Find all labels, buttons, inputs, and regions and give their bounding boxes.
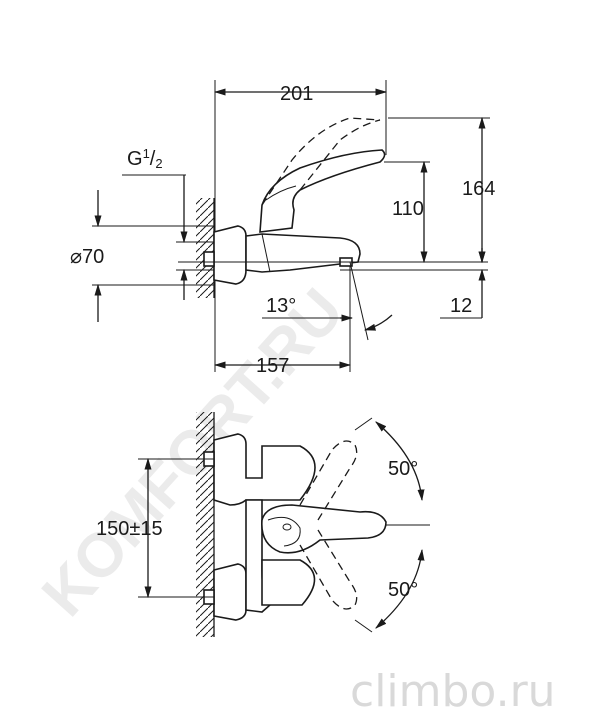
dim-spout-reach: 157 [256, 355, 289, 377]
lever-position-down [299, 529, 358, 610]
dim-height-spout: 110 [392, 198, 424, 220]
thread-letter: G [127, 148, 143, 170]
lever-front [261, 504, 387, 554]
thread-sub: 2 [155, 156, 162, 171]
lever-side [259, 149, 386, 233]
dim-lever-angle-up: 50° [388, 458, 418, 480]
dim-width-total: 201 [280, 83, 313, 105]
mixer-body-upper [213, 433, 316, 506]
mixer-body-lower [213, 563, 247, 621]
dim-center-distance: 150±15 [96, 518, 163, 540]
dim-spout-drop: 12 [450, 295, 472, 317]
connector-nut [203, 251, 215, 267]
dim-thread-label: G1/2 [127, 146, 163, 171]
diameter-value: 70 [82, 246, 104, 268]
dim-lever-angle-down: 50° [388, 579, 418, 601]
side-view: 201 157 164 110 12 [70, 80, 495, 377]
dim-height-total: 164 [462, 178, 495, 200]
wall-hatch-top [196, 198, 214, 298]
front-view: 50° 50° 150±15 [96, 412, 430, 637]
mixer-body-side [213, 225, 247, 285]
dim-diameter: ⌀70 [70, 246, 104, 268]
wall-hatch-bottom [196, 412, 214, 637]
watermark-corner: climbo.ru [350, 666, 556, 717]
lever-position-up [299, 440, 358, 521]
lever-raised-outline [261, 117, 381, 206]
dim-spout-angle: 13° [266, 295, 296, 317]
thread-sup: 1 [143, 146, 150, 161]
